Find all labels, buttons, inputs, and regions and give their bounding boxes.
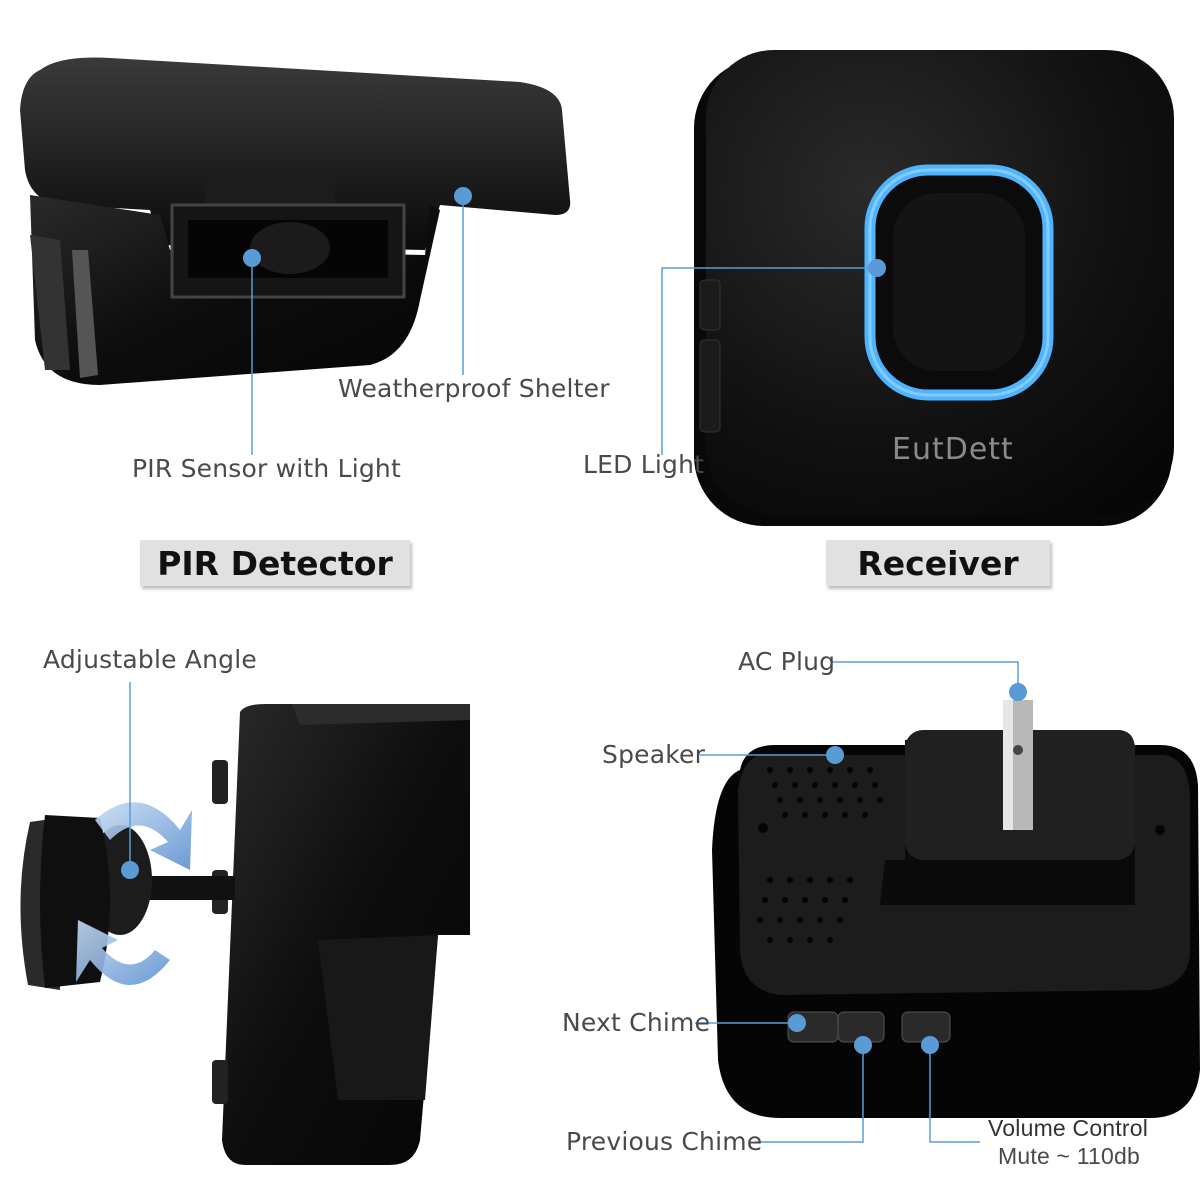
label-ac-plug: AC Plug [738, 647, 836, 676]
label-volume-control: Volume Control [988, 1115, 1149, 1141]
callout-dot-icon [826, 746, 844, 764]
label-adjustable-angle: Adjustable Angle [43, 645, 257, 674]
label-volume-range: Mute ~ 110db [998, 1143, 1140, 1169]
label-next-chime: Next Chime [562, 1008, 711, 1037]
callout-dot-icon [1009, 683, 1027, 701]
brand-logo: EutDett [892, 432, 1014, 467]
pir-detector-image [20, 57, 571, 385]
callout-dot-icon [243, 249, 261, 267]
callout-dot-icon [121, 861, 139, 879]
label-speaker: Speaker [602, 740, 706, 769]
rotate-arrow-icon [76, 802, 192, 985]
receiver-image [694, 50, 1174, 526]
callout-dot-icon [788, 1014, 806, 1032]
callout-dot-icon [454, 187, 472, 205]
receiver-back-callouts [695, 661, 1019, 1143]
callout-dot-icon [854, 1036, 872, 1054]
receiver-back-image [712, 700, 1200, 1118]
callout-dot-icon [921, 1036, 939, 1054]
callout-dot-icon [868, 259, 886, 277]
receiver-title: Receiver [826, 540, 1050, 586]
pir-detector-title: PIR Detector [140, 540, 410, 586]
label-previous-chime: Previous Chime [566, 1127, 763, 1156]
label-weatherproof-shelter: Weatherproof Shelter [338, 374, 610, 403]
pir-callouts [251, 196, 464, 455]
label-pir-sensor: PIR Sensor with Light [132, 454, 401, 483]
label-led-light: LED Light [583, 450, 705, 479]
receiver-callouts [661, 267, 877, 455]
